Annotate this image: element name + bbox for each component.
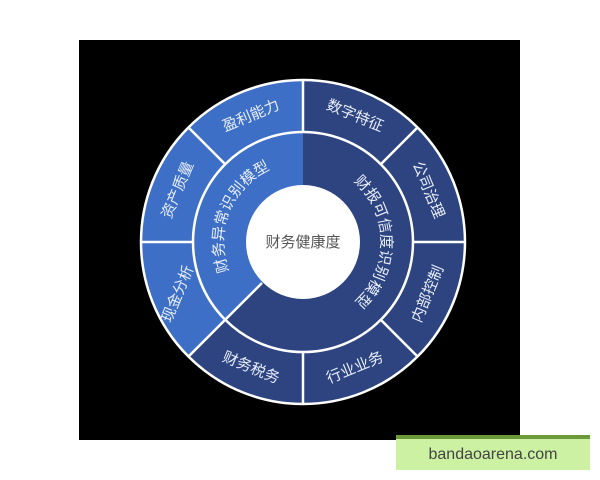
watermark-text: bandaoarena.com [428,445,558,463]
watermark: bandaoarena.com [396,435,590,470]
inner-segment-light [192,132,303,320]
outer-dividers [141,80,465,404]
center-circle [246,185,360,299]
center-label: 财务健康度 [265,233,340,251]
